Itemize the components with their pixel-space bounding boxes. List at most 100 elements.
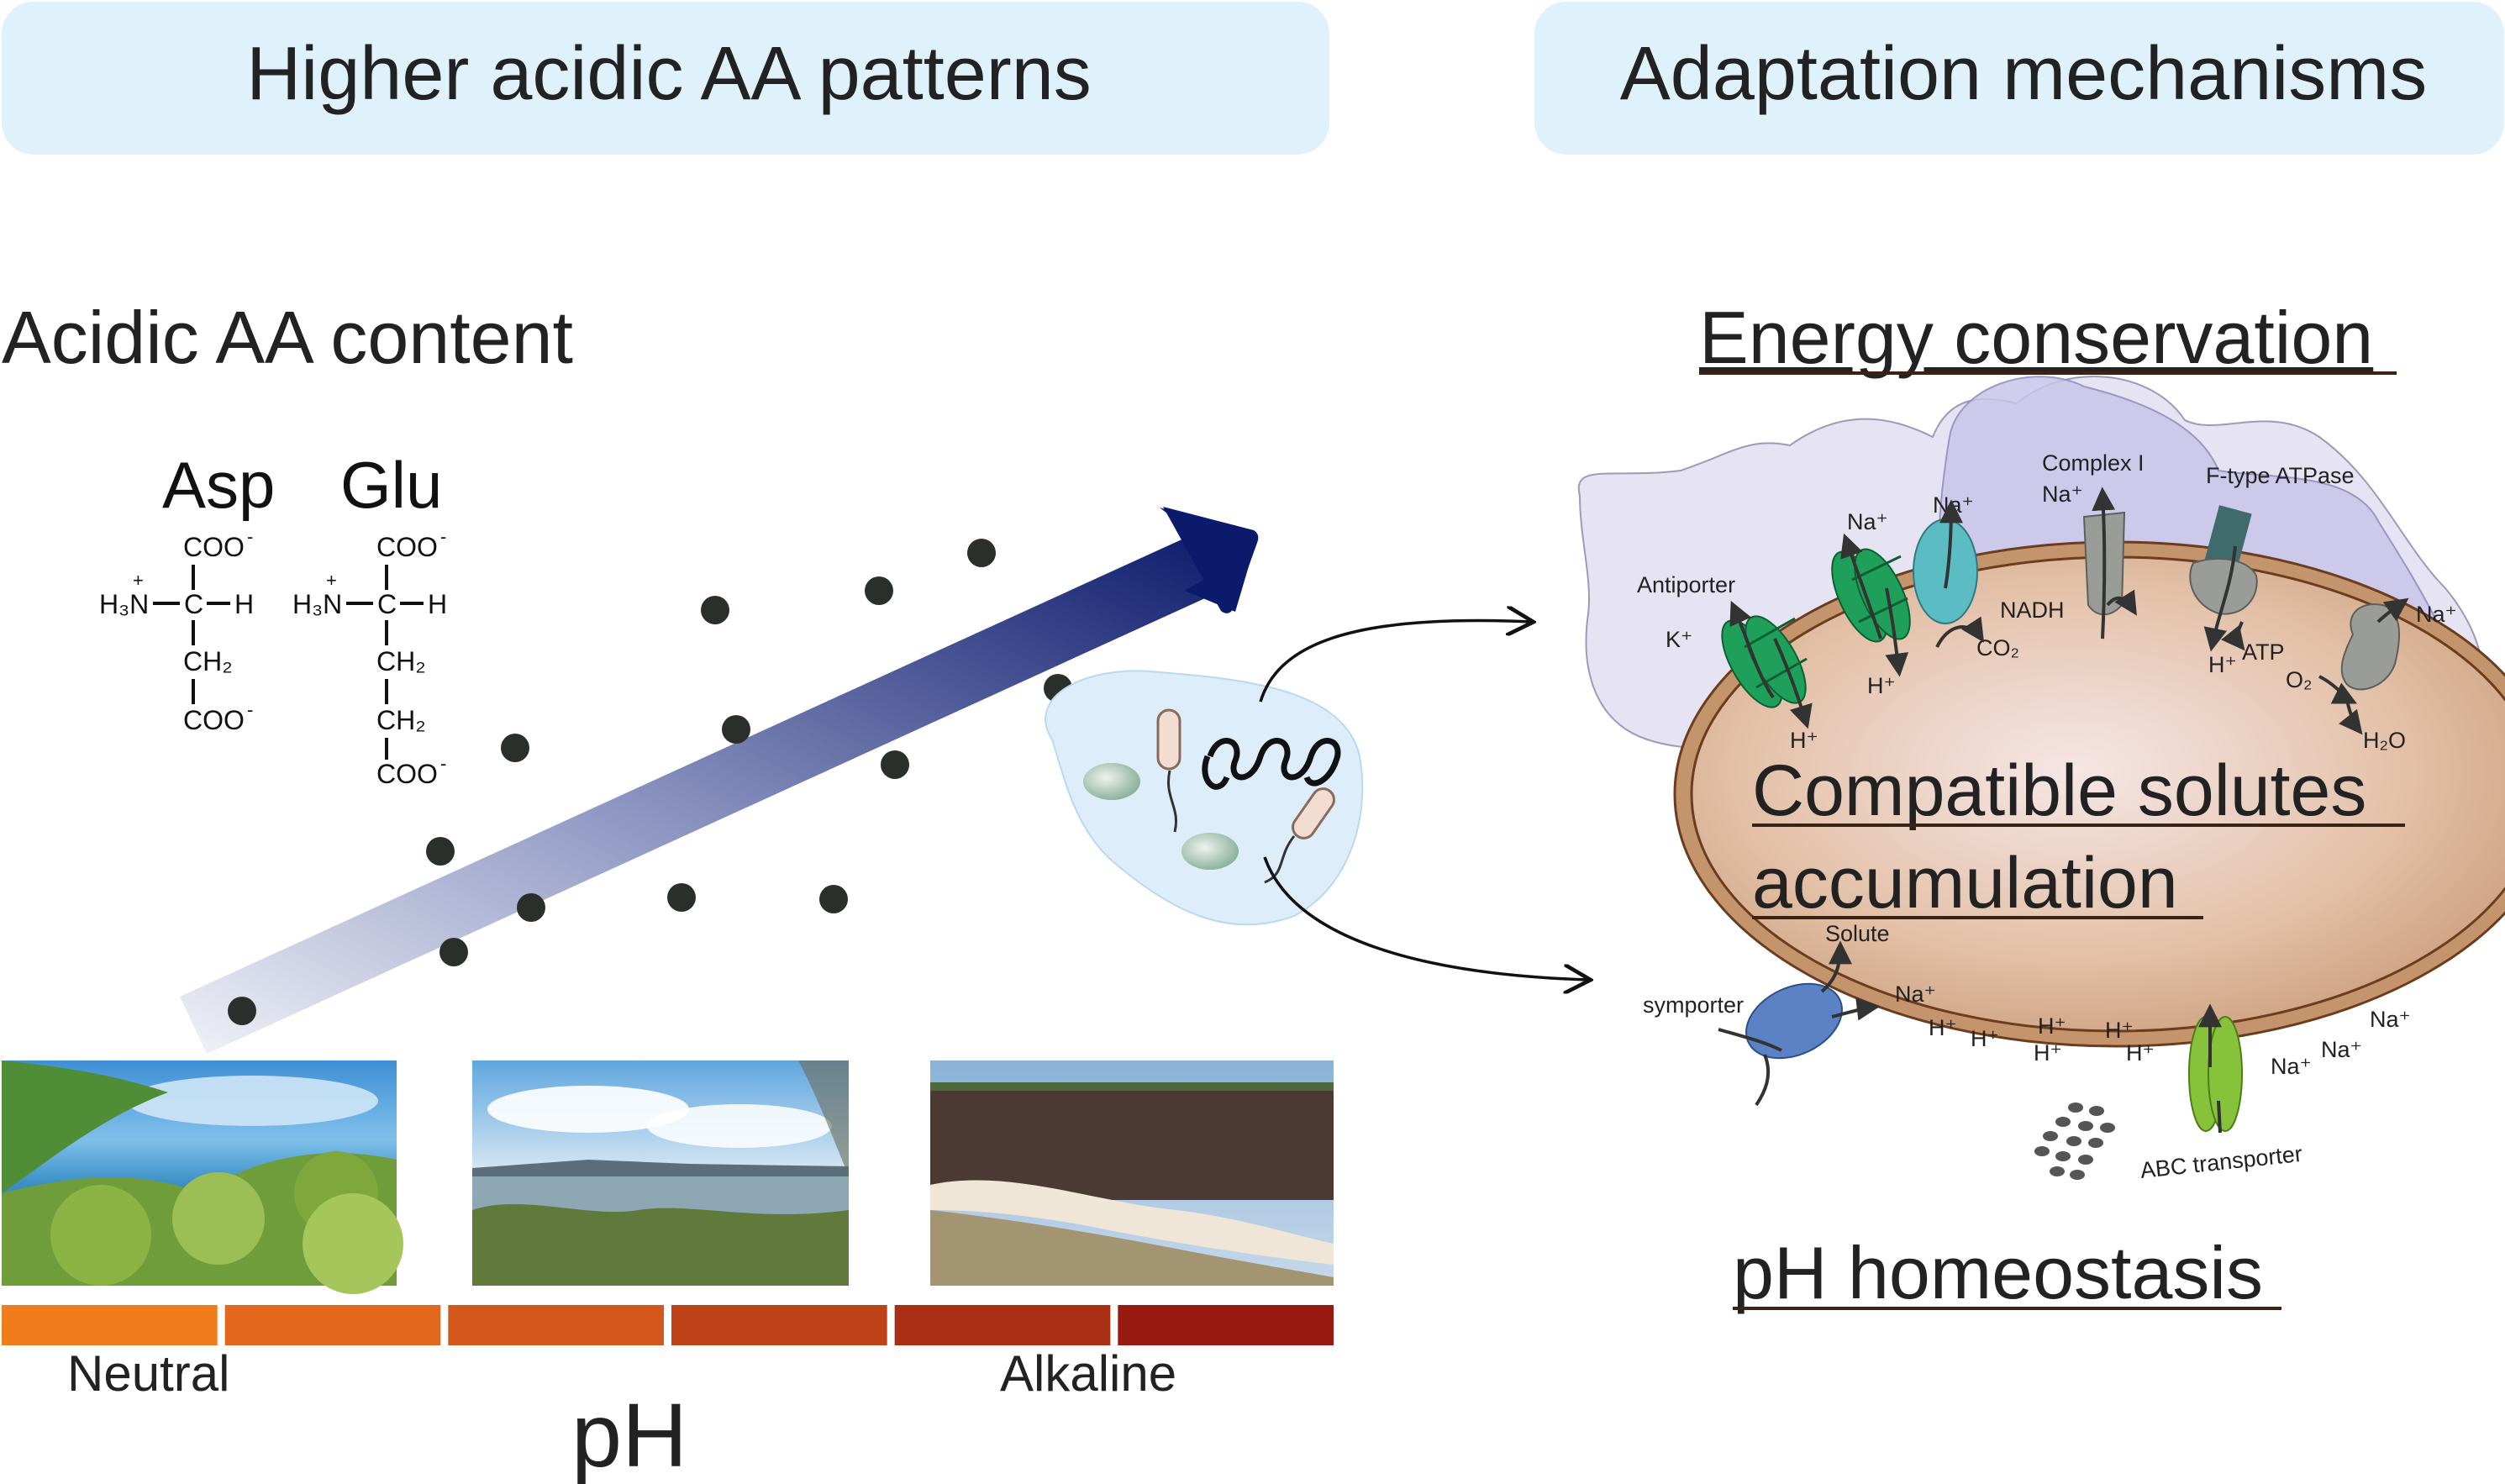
f-type-label: F-type ATPase <box>2206 463 2355 488</box>
abc-transporter <box>2188 1003 2243 1134</box>
acidic-aa-dots <box>228 539 1072 1025</box>
complex-i-label: Complex I <box>2042 450 2145 476</box>
h-label-5: H⁺ <box>2105 1018 2134 1043</box>
na-label-out-3: Na⁺ <box>2370 1007 2411 1032</box>
lake-photo-alkaline <box>930 1060 1334 1286</box>
h-label-antiporter1: H⁺ <box>1790 728 1818 753</box>
energy-flux-arrows <box>1729 487 2409 735</box>
glu-hydrogen: H <box>428 589 447 619</box>
na-label-out-1: Na⁺ <box>2271 1054 2312 1079</box>
ph-scale-segment <box>894 1305 1111 1345</box>
co2-label: CO₂ <box>1976 635 2019 660</box>
aa-dot <box>722 715 750 744</box>
ph-alkaline-label: Alkaline <box>1000 1345 1176 1402</box>
ph-scale-bar <box>2 1305 1334 1345</box>
acidic-aa-content-label: Acidic AA content <box>2 296 573 379</box>
asp-top-carboxyl: COO <box>183 532 245 562</box>
aa-dot <box>667 883 696 912</box>
asp-bottom-charge: - <box>247 699 253 720</box>
h-label-atpase: H⁺ <box>2208 652 2237 677</box>
arrow-to-energy <box>1259 620 1531 703</box>
glu-ch2-1: CH₂ <box>376 646 426 676</box>
ph-homeostasis-title: pH homeostasis <box>1733 1231 2263 1314</box>
na-label-antiporter2: Na⁺ <box>1847 509 1888 534</box>
glu-structure: Glu COO - H₃N + C H CH₂ CH₂ COO - <box>292 448 447 789</box>
na-label-symporter: Na⁺ <box>1895 981 1936 1007</box>
asp-structure: Asp COO - H₃N + C H CH₂ COO - <box>99 448 275 735</box>
h2o-label: H₂O <box>2363 728 2406 753</box>
ph-axis-label: pH <box>571 1384 687 1484</box>
asp-carbon: C <box>184 589 203 619</box>
asp-bottom-carboxyl: COO <box>183 705 245 735</box>
solute-particles <box>2034 1102 2115 1180</box>
left-header-title: Higher acidic AA patterns <box>246 32 1092 116</box>
asp-ch2: CH₂ <box>183 646 233 676</box>
aa-dot <box>701 596 729 624</box>
ph-scale-segment <box>2 1305 218 1345</box>
h-label-6: H⁺ <box>2126 1040 2155 1066</box>
asp-amine-charge: + <box>133 570 144 591</box>
aa-dot <box>517 893 545 922</box>
acidic-aa-increase-arrow <box>180 507 1259 1054</box>
h-label-1: H⁺ <box>1929 1015 1957 1040</box>
ph-scale-segment <box>671 1305 887 1345</box>
glu-carbon: C <box>377 589 397 619</box>
energy-conservation-title: Energy conservation <box>1699 296 2373 379</box>
na-label-oxidase: Na⁺ <box>2416 602 2457 627</box>
right-header-box <box>1534 2 2504 155</box>
ph-scale-segment <box>1118 1305 1334 1345</box>
asp-hydrogen: H <box>234 589 254 619</box>
ph-scale-segment <box>224 1305 441 1345</box>
glu-top-charge: - <box>440 526 446 547</box>
glu-ch2-2: CH₂ <box>376 705 426 735</box>
arrow-shaft <box>180 532 1225 1054</box>
asp-amine: H₃N <box>99 589 149 619</box>
na-label-out-2: Na⁺ <box>2321 1037 2362 1062</box>
glu-amine-charge: + <box>326 570 337 591</box>
arrow-head-cap <box>1163 507 1259 613</box>
k-label: K⁺ <box>1666 627 1692 652</box>
solute-label: Solute <box>1825 921 1890 946</box>
antiporter-label: Antiporter <box>1637 572 1735 597</box>
aa-dot <box>967 539 996 567</box>
ph-scale-segment <box>448 1305 664 1345</box>
aa-dot <box>439 938 468 966</box>
compatible-solutes-title-line1: Compatible solutes <box>1752 750 2366 831</box>
atp-label: ATP <box>2242 639 2285 665</box>
rod-bacterium <box>1156 708 1181 771</box>
aa-dot <box>426 837 455 866</box>
oxidase <box>2340 603 2400 691</box>
left-header-box <box>2 2 1329 155</box>
aa-dot <box>501 734 529 762</box>
right-header: Adaptation mechanisms <box>1534 2 2504 155</box>
vesicle <box>1083 763 1140 800</box>
h-label-3: H⁺ <box>2038 1013 2066 1039</box>
glu-name: Glu <box>340 448 442 522</box>
glu-amine: H₃N <box>292 589 342 619</box>
left-header: Higher acidic AA patterns <box>2 2 1329 155</box>
symporter <box>1745 982 1843 1060</box>
aa-dot <box>881 750 909 779</box>
glu-bottom-charge: - <box>440 753 446 774</box>
asp-top-charge: - <box>247 526 253 547</box>
symporter-line <box>1718 1028 1782 1052</box>
asp-name: Asp <box>162 448 275 522</box>
abc-label: ABC transporter <box>2139 1141 2303 1183</box>
aa-dot <box>228 997 256 1025</box>
na-label-pump: Na⁺ <box>1933 492 1974 518</box>
f-type-atpase <box>2189 505 2258 615</box>
na-label-complex: Na⁺ <box>2042 482 2083 507</box>
spirochete <box>1207 738 1341 787</box>
lake-photo-neutral <box>2 1060 403 1294</box>
h-label-4: H⁺ <box>2034 1040 2062 1066</box>
rod-bacterium <box>1292 787 1335 839</box>
aa-dot <box>819 885 848 913</box>
aa-dot <box>865 576 893 605</box>
na-pump <box>1913 518 1978 624</box>
h-label-antiporter2: H⁺ <box>1867 673 1896 698</box>
right-header-title: Adaptation mechanisms <box>1620 32 2428 116</box>
glu-top-carboxyl: COO <box>376 532 438 562</box>
arrow-to-ph <box>1263 856 1588 980</box>
symporter-label: symporter <box>1643 992 1744 1018</box>
nadh-label: NADH <box>2000 597 2065 623</box>
